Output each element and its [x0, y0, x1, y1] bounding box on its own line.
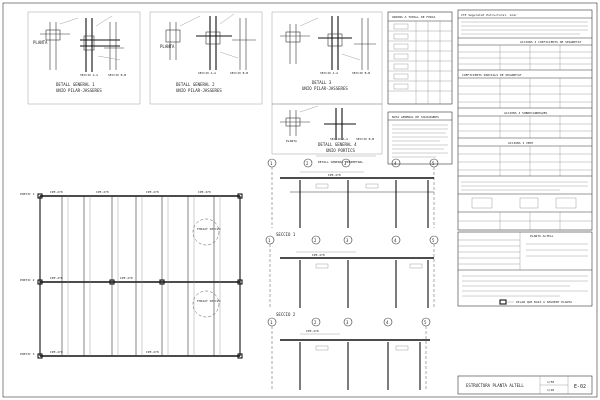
title-block: ESTRUCTURA PLANTA ALTELL 1/50 1/20 E-02: [457, 375, 593, 395]
drawing-title: ESTRUCTURA PLANTA ALTELL: [466, 383, 524, 388]
d4-subtitle: UNIO PORTICS: [326, 148, 355, 153]
right-column-tables: CTE Seguretat Estructural. Acer ACCIONS …: [457, 9, 593, 231]
d2-subtitle: UNIO PILAR-JASSERES: [176, 88, 222, 93]
section-1: 1 2 3 4 5 IPE-270 SECCIO 1: [267, 158, 439, 237]
detail-general-perimetral: DETALL GENERAL PERIMETRAL: [316, 155, 376, 164]
rightcol-sub2: COEFICIENTS PARCIALS DE SEGURETAT: [462, 73, 522, 77]
d4-title: DETALL GENERAL 4: [318, 142, 357, 147]
s3-beam-tag: IPE-270: [306, 329, 319, 333]
s1-title: SECCIO 1: [276, 232, 296, 237]
d3-title: DETALL 3: [312, 80, 332, 85]
d2-seccio-bb: SECCIO B-B: [230, 71, 248, 75]
hole-label-1: FORJAT SECCIO: [197, 227, 221, 231]
d2-seccio-aa: SECCIO A-A: [198, 71, 216, 75]
s3-axis-2: 2: [314, 320, 317, 325]
s1-axis-4: 4: [394, 161, 397, 166]
rightcol-sub4: ACCIONS I VENT: [508, 141, 533, 145]
sheet-number: E-02: [574, 384, 586, 390]
s1-axis-3: 3: [344, 161, 347, 166]
detail-3: SECCIO A-A SECCIO B-B DETALL 3 UNIO PILA…: [271, 11, 383, 105]
slab-opening-2: [192, 290, 220, 318]
floor-plan: FORJAT SECCIO FORJAT SECCIO PORTIC 1 POR…: [20, 190, 243, 359]
d3-subtitle: UNIO PILAR-JASSERES: [302, 86, 348, 91]
rightcol-sub1: ACCIONS I COEFICIENTS DE SEGURETAT: [520, 40, 582, 44]
scale-1: 1/50: [547, 380, 554, 384]
section-3: 1 2 3 4 5 IPE-270: [267, 317, 431, 390]
planta-altell-notes: PLANTA ALTELL PILAR QUE BAIX A SEGUENT P…: [457, 231, 593, 307]
d4-planta-label: PLANTA: [286, 139, 297, 143]
s3-axis-1: 1: [270, 320, 273, 325]
s3-axis-3: 3: [346, 320, 349, 325]
s2-beam-tag: IPE-270: [312, 253, 325, 257]
forces-table: UNIONS A TOPALL DE FORCA: [387, 11, 453, 105]
d1-seccio-aa: SECCIO A-A: [80, 73, 98, 77]
forces-table-title: UNIONS A TOPALL DE FORCA: [392, 15, 436, 19]
beam-label-4: IPE-270: [198, 190, 211, 194]
s1-beam-tag: IPE-270: [328, 173, 341, 177]
beam-label-5: IPE-270: [50, 276, 63, 280]
beam-label-8: IPE-270: [146, 350, 159, 354]
rightcol-sub3: ACCIONS I SOBRECARREGUES: [504, 111, 548, 115]
soldadures-title: NOTA GENERAL DE SOLDADURES: [392, 115, 439, 119]
beam-label-3: IPE-270: [146, 190, 159, 194]
detail-general-2: PLANTA SECCIO A-A SECCIO B-B DETALL GENE…: [149, 11, 263, 105]
d1-planta-label: PLANTA: [33, 40, 48, 45]
s3-axis-4: 4: [386, 320, 389, 325]
axis-label-3: PORTIC 3: [20, 352, 35, 356]
d5-title: DETALL GENERAL PERIMETRAL: [318, 160, 363, 164]
hole-label-2: FORJAT SECCIO: [197, 299, 221, 303]
s2-axis-2: 2: [314, 238, 317, 243]
slab-opening-1: [192, 218, 220, 246]
scale-2: 1/20: [547, 388, 554, 392]
axis-label-2: PORTIC 2: [20, 278, 35, 282]
d4-seccio-bb: SECCIO B-B: [356, 137, 374, 141]
d4-seccio-aa: SECCIO A-A: [330, 137, 348, 141]
s1-axis-1: 1: [270, 161, 273, 166]
rightcol-title: CTE Seguretat Estructural. Acer: [461, 13, 517, 17]
legend-pilar: PILAR QUE BAIX A SEGUENT PLANTA: [516, 300, 572, 304]
detail-general-4: PLANTA SECCIO A-A SECCIO B-B DETALL GENE…: [271, 103, 383, 155]
axis-label-1: PORTIC 1: [20, 192, 35, 196]
s1-axis-5: 5: [432, 161, 435, 166]
s2-axis-4: 4: [394, 238, 397, 243]
d3-seccio-bb: SECCIO B-B: [352, 71, 370, 75]
d1-title: DETALL GENERAL 1: [56, 82, 95, 87]
beam-label-7: IPE-270: [50, 350, 63, 354]
s3-axis-5: 5: [424, 320, 427, 325]
d1-seccio-bb: SECCIO B-B: [108, 73, 126, 77]
d1-subtitle: UNIO PILAR-JASSERES: [56, 88, 102, 93]
soldadures-note: NOTA GENERAL DE SOLDADURES: [387, 111, 453, 165]
s1-axis-2: 2: [306, 161, 309, 166]
detail-general-1: PLANTA SECCIO A-A SECCIO B-B DETALL GENE…: [27, 11, 141, 105]
beam-label-1: IPE-270: [50, 190, 63, 194]
s2-axis-1: 1: [268, 238, 271, 243]
d2-planta-label: PLANTA: [160, 44, 175, 49]
section-2: 1 2 3 4 5 IPE-270 SECCIO 2: [265, 235, 439, 317]
d2-title: DETALL GENERAL 2: [176, 82, 215, 87]
s2-axis-3: 3: [346, 238, 349, 243]
beam-label-2: IPE-270: [96, 190, 109, 194]
beam-label-6: IPE-270: [120, 276, 133, 280]
planta-note-title: PLANTA ALTELL: [530, 234, 554, 238]
d3-seccio-aa: SECCIO A-A: [320, 71, 338, 75]
s2-title: SECCIO 2: [276, 312, 296, 317]
s2-axis-5: 5: [432, 238, 435, 243]
